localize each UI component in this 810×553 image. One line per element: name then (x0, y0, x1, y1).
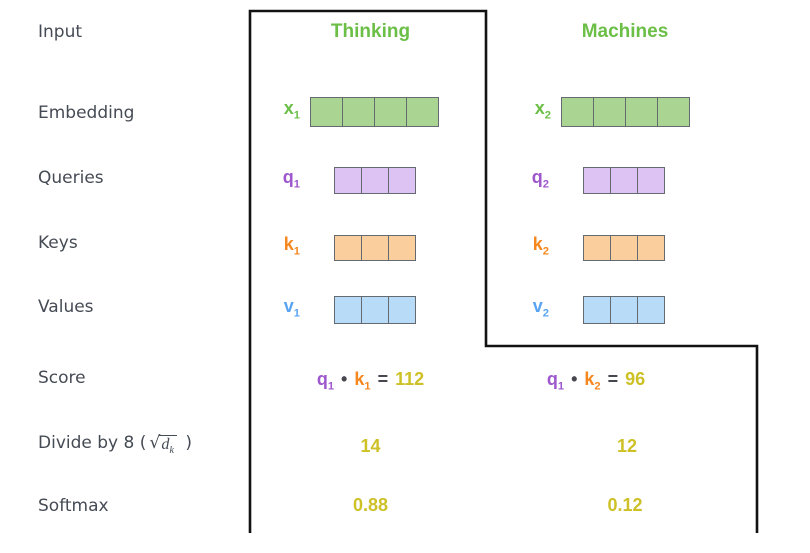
column-header-thinking: Thinking (330, 21, 411, 42)
sqrt-base: d (161, 436, 170, 453)
vector-cell (361, 296, 389, 324)
score-q1-term: q1 (546, 369, 565, 393)
vector-cell (334, 167, 362, 194)
q2-cells (583, 167, 665, 194)
vector-cell (388, 235, 416, 261)
row-label-keys: Keys (38, 233, 78, 253)
equals-sign: = (377, 369, 389, 389)
equals-sign: = (607, 369, 619, 389)
q1-label: q1 (282, 166, 300, 191)
v1-cells (334, 296, 416, 324)
column-header-machines: Machines (581, 21, 669, 42)
sqrt-subscript: k (169, 445, 174, 457)
key-vector-k2: k2 (519, 235, 665, 261)
vector-cell (334, 296, 362, 324)
score-q1k2: q1 • k2 = 96 (487, 369, 705, 393)
vector-cell (583, 167, 611, 194)
divide-value-thinking: 14 (360, 436, 381, 456)
score-result: 112 (395, 369, 425, 389)
dot-operator: • (341, 369, 348, 389)
score-q1k1: q1 • k1 = 112 (254, 369, 487, 393)
q1-cells (334, 167, 416, 194)
vector-cell (657, 97, 690, 127)
vector-cell (310, 97, 343, 127)
score-result: 96 (625, 369, 646, 389)
x2-label: x2 (534, 98, 551, 122)
dot-operator: • (571, 369, 578, 389)
embedding-vector-x1: x1 (270, 97, 439, 127)
vector-cell (610, 167, 638, 194)
vector-cell (583, 296, 611, 324)
divide-suffix: ) (185, 433, 192, 453)
vector-cell (361, 235, 389, 261)
vector-cell (637, 235, 665, 261)
query-vector-q2: q2 (519, 167, 665, 194)
vector-cell (561, 97, 594, 127)
row-label-queries: Queries (38, 168, 104, 188)
row-label-embedding: Embedding (38, 103, 135, 123)
vector-cell (374, 97, 407, 127)
vector-cell (610, 296, 638, 324)
vector-cell (610, 235, 638, 261)
k2-label: k2 (532, 234, 549, 258)
row-label-score: Score (38, 368, 86, 388)
vector-cell (388, 296, 416, 324)
divide-prefix: Divide by 8 ( (38, 433, 147, 453)
query-vector-q1: q1 (270, 167, 416, 194)
q2-label: q2 (531, 166, 549, 191)
softmax-value-thinking: 0.88 (352, 495, 389, 515)
x1-label: x1 (283, 98, 300, 122)
x1-cells (310, 97, 439, 127)
sqrt-radical-icon: √ (149, 433, 161, 453)
v2-cells (583, 296, 665, 324)
sqrt-argument: dk (159, 435, 177, 457)
k1-cells (334, 235, 416, 261)
vector-cell (406, 97, 439, 127)
row-label-input: Input (38, 22, 83, 42)
vector-cell (334, 235, 362, 261)
vector-cell (593, 97, 626, 127)
vector-cell (637, 296, 665, 324)
softmax-value-machines: 0.12 (607, 495, 643, 515)
v1-label: v1 (283, 296, 300, 320)
vector-cell (342, 97, 375, 127)
vector-cell (637, 167, 665, 194)
v2-label: v2 (532, 296, 549, 320)
value-vector-v2: v2 (519, 296, 665, 324)
x2-cells (561, 97, 690, 127)
embedding-vector-x2: x2 (521, 97, 690, 127)
vector-cell (388, 167, 416, 194)
score-k2-term: k2 (584, 369, 601, 393)
score-k1-term: k1 (354, 369, 371, 393)
vector-cell (625, 97, 658, 127)
value-vector-v1: v1 (270, 296, 416, 324)
divide-value-machines: 12 (616, 436, 638, 456)
sqrt-dk-expression: √dk (149, 433, 177, 457)
row-label-divide: Divide by 8 (√dk ) (38, 433, 192, 457)
score-q1-term: q1 (316, 369, 335, 393)
vector-cell (583, 235, 611, 261)
k2-cells (583, 235, 665, 261)
k1-label: k1 (283, 234, 300, 258)
row-label-softmax: Softmax (38, 496, 109, 516)
row-label-values: Values (38, 297, 94, 317)
key-vector-k1: k1 (270, 235, 416, 261)
vector-cell (361, 167, 389, 194)
